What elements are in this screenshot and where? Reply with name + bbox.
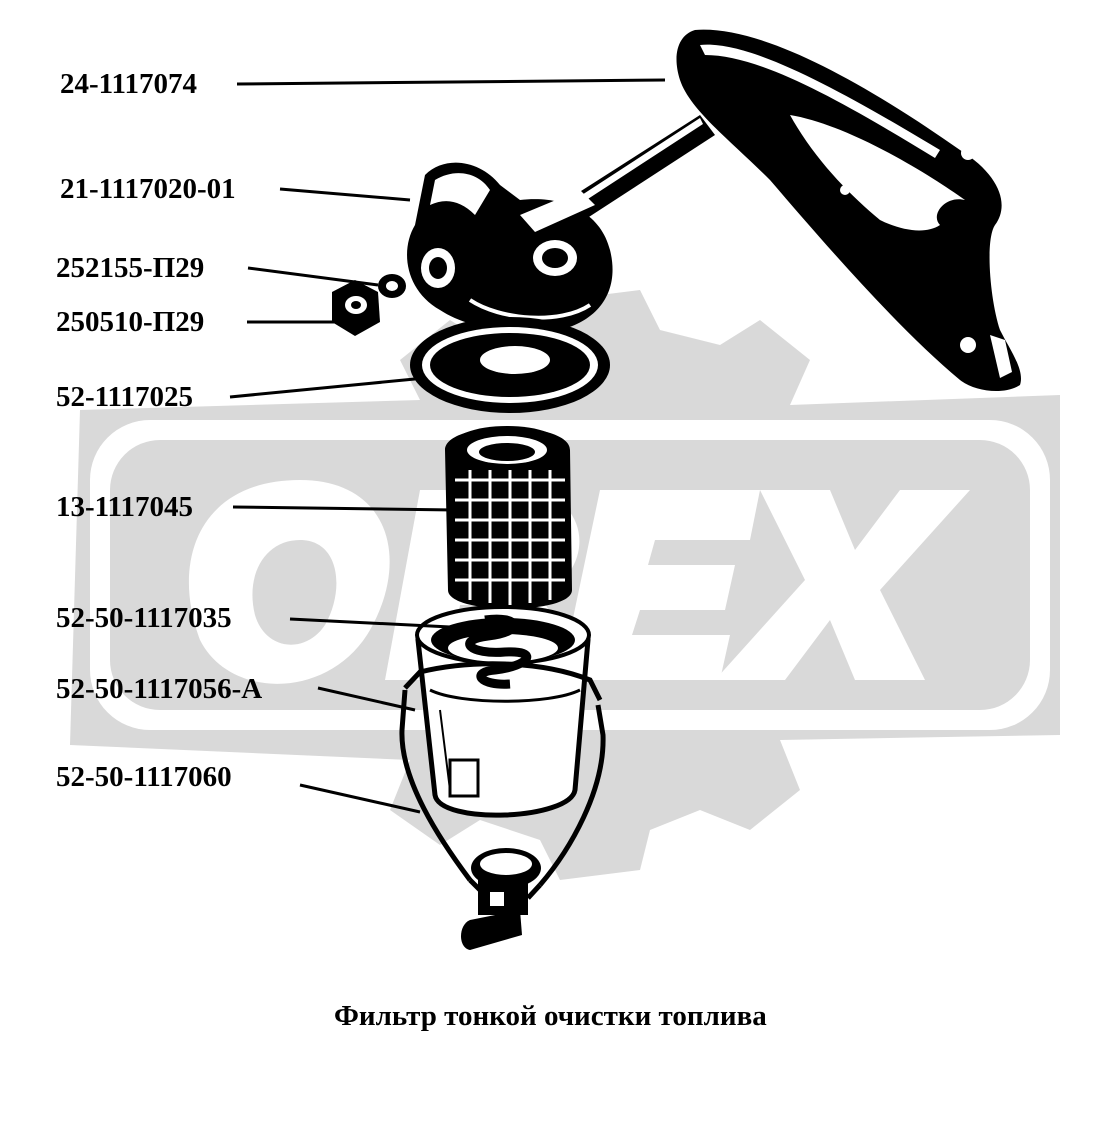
part-label-bowl: 52-50-1117056-А [56, 673, 263, 705]
part-label-spring: 52-50-1117035 [56, 602, 232, 634]
bowl-part [415, 605, 591, 818]
thumb-screw-part [461, 848, 541, 950]
clamp-part [399, 661, 606, 900]
spring-part [465, 614, 532, 689]
part-label-nut: 250510-П29 [56, 306, 205, 338]
filter-head [407, 162, 613, 332]
part-label-washer: 252155-П29 [56, 252, 205, 284]
leader-lines [229, 78, 666, 814]
part-label-filter-element: 13-1117045 [56, 491, 193, 523]
part-label-clamp: 52-50-1117060 [56, 761, 232, 793]
part-label-gasket: 52-1117025 [56, 381, 193, 413]
watermark-logo [70, 290, 1060, 880]
part-label-filter-head: 21-1117020-01 [60, 173, 236, 205]
bracket-part [676, 29, 1021, 392]
gasket-part [410, 317, 610, 413]
washer-part [378, 274, 406, 298]
diagram-caption: Фильтр тонкой очистки топлива [334, 1000, 767, 1032]
part-label-bracket: 24-1117074 [60, 68, 197, 100]
filter-element-part [445, 426, 572, 609]
nut-part [332, 280, 380, 336]
